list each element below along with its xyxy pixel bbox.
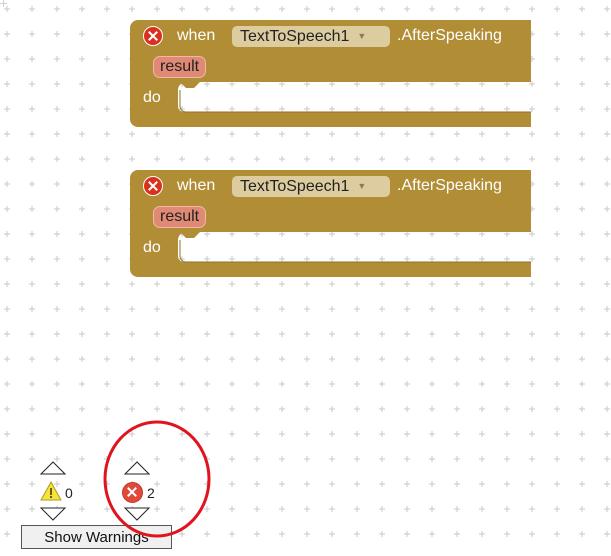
param-label: result bbox=[160, 58, 200, 75]
do-keyword: do bbox=[143, 239, 161, 256]
annotation-circle bbox=[103, 420, 211, 538]
component-name: TextToSpeech1 bbox=[240, 178, 350, 195]
error-icon[interactable] bbox=[143, 26, 163, 46]
result-parameter[interactable]: result bbox=[153, 56, 207, 78]
dropdown-arrow-icon: ▼ bbox=[357, 31, 367, 41]
param-label: result bbox=[160, 208, 200, 225]
error-count-icon bbox=[122, 482, 143, 503]
when-keyword: when bbox=[177, 177, 216, 194]
warning-icon bbox=[40, 481, 62, 501]
do-keyword: do bbox=[143, 89, 161, 106]
error-count: 2 bbox=[147, 485, 155, 501]
error-previous-arrow-icon[interactable] bbox=[124, 461, 150, 475]
warning-previous-arrow-icon[interactable] bbox=[40, 461, 66, 475]
event-name: .AfterSpeaking bbox=[397, 177, 502, 194]
event-name: .AfterSpeaking bbox=[397, 27, 502, 44]
error-next-arrow-icon[interactable] bbox=[124, 507, 150, 521]
event-block-after-speaking[interactable]: when TextToSpeech1 ▼ .AfterSpeaking resul… bbox=[130, 170, 531, 277]
component-dropdown[interactable]: TextToSpeech1 ▼ bbox=[232, 26, 390, 47]
dropdown-arrow-icon: ▼ bbox=[357, 181, 367, 191]
warning-next-arrow-icon[interactable] bbox=[40, 507, 66, 521]
event-block-after-speaking[interactable]: when TextToSpeech1 ▼ .AfterSpeaking resul… bbox=[130, 20, 531, 127]
warning-count: 0 bbox=[65, 485, 73, 501]
component-name: TextToSpeech1 bbox=[240, 28, 350, 45]
error-icon[interactable] bbox=[143, 176, 163, 196]
show-warnings-button[interactable]: Show Warnings bbox=[21, 525, 172, 549]
result-parameter[interactable]: result bbox=[153, 206, 207, 228]
when-keyword: when bbox=[177, 27, 216, 44]
component-dropdown[interactable]: TextToSpeech1 ▼ bbox=[232, 176, 390, 197]
